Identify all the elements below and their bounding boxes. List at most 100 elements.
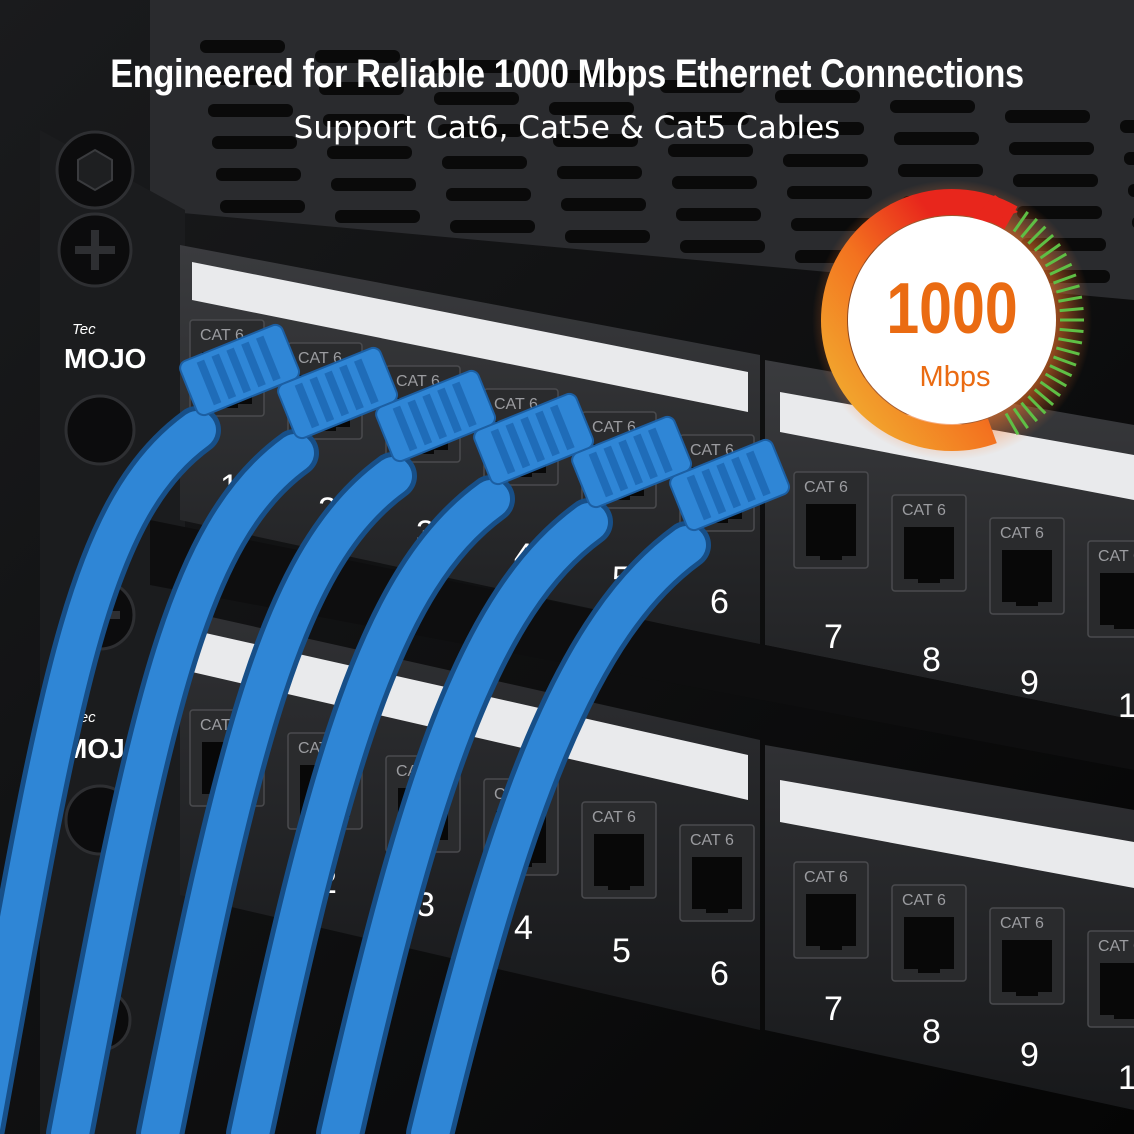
port-label: CAT 6 <box>690 442 734 459</box>
rj45-port[interactable]: CAT 6 <box>989 517 1065 615</box>
speed-tick <box>1059 307 1084 313</box>
port-label: CAT 6 <box>592 809 636 826</box>
vent-slot <box>1120 120 1134 133</box>
speed-tick <box>1039 243 1061 260</box>
vent-slot <box>200 40 285 53</box>
speed-tick <box>1027 395 1047 415</box>
port-label: CAT 6 <box>804 869 848 886</box>
speed-tick <box>1039 380 1061 397</box>
rj45-port[interactable]: CAT 6 <box>793 471 869 569</box>
port-label: CAT 6 <box>494 396 538 413</box>
vent-slot <box>549 102 634 115</box>
subheadline: Support Cat6, Cat5e & Cat5 Cables <box>293 110 841 146</box>
vent-slot <box>545 70 630 83</box>
speed-tick <box>1004 412 1020 436</box>
vent-slot <box>894 132 979 145</box>
rj45-port[interactable]: CAT 6 <box>1087 930 1134 1028</box>
speed-tick <box>1055 284 1080 294</box>
vent-slot <box>898 164 983 177</box>
speed-tick <box>1055 346 1080 356</box>
port-number: 8 <box>922 641 941 679</box>
port-label: CAT 6 <box>902 892 946 909</box>
vent-slot <box>315 50 400 63</box>
port-number: 9 <box>1020 1036 1039 1074</box>
speed-badge: 1000 Mbps <box>812 180 1092 460</box>
vent-slot <box>450 220 535 233</box>
vent-slot <box>660 80 745 93</box>
vent-slot <box>323 114 408 127</box>
port-number: 6 <box>710 955 729 993</box>
speed-tick <box>1059 327 1084 333</box>
vent-slot <box>1005 110 1090 123</box>
headline: Engineered for Reliable 1000 Mbps Ethern… <box>110 52 1024 96</box>
port-number: 5 <box>612 932 631 970</box>
vent-slot <box>676 208 761 221</box>
rj45-port[interactable]: CAT 6 <box>679 824 755 922</box>
vent-slot <box>319 82 404 95</box>
vent-slot <box>672 176 757 189</box>
port-label: CAT 6 <box>902 502 946 519</box>
speed-tick <box>1027 225 1047 245</box>
speed-tick <box>1058 337 1083 345</box>
port-label: CAT 6 <box>690 832 734 849</box>
rj45-port[interactable]: CAT 6 <box>891 884 967 982</box>
speed-tick <box>1044 372 1068 388</box>
port-label: CAT 6 <box>396 373 440 390</box>
port-number: 7 <box>824 990 843 1028</box>
vent-slot <box>787 186 872 199</box>
rj45-port[interactable]: CAT 6 <box>989 907 1065 1005</box>
vent-slot <box>890 100 975 113</box>
rj45-port[interactable]: CAT 6 <box>581 801 657 899</box>
port-label: CAT 6 <box>1098 938 1134 955</box>
vent-slot <box>331 178 416 191</box>
vent-slot <box>779 122 864 135</box>
speed-tick <box>1049 262 1073 276</box>
vent-slot <box>775 90 860 103</box>
rj45-plug <box>277 346 399 440</box>
vent-slot <box>212 136 297 149</box>
rj45-port[interactable]: CAT 6 <box>1087 540 1134 638</box>
speed-tick <box>1012 407 1029 429</box>
vent-slot <box>1013 174 1098 187</box>
speed-unit: Mbps <box>920 361 991 393</box>
svg-text:MOJO: MOJO <box>64 343 146 374</box>
rj45-plug <box>375 369 497 463</box>
tecmojo-logo: Tec MOJO <box>64 321 146 374</box>
vent-slot <box>565 230 650 243</box>
vent-slot <box>446 188 531 201</box>
vent-slot <box>204 72 289 85</box>
vent-slot <box>430 60 515 73</box>
port-label: CAT 6 <box>1098 548 1134 565</box>
port-number: 7 <box>824 618 843 656</box>
ethernet-cable <box>406 438 791 1134</box>
rj45-port[interactable]: CAT 6 <box>891 494 967 592</box>
vent-slot <box>557 166 642 179</box>
port-number: 4 <box>514 909 533 947</box>
rj45-port[interactable]: CAT 6 <box>793 861 869 959</box>
speed-tick <box>1020 401 1038 423</box>
port-number: 8 <box>922 1013 941 1051</box>
ethernet-cable <box>316 415 693 1134</box>
vent-slot <box>680 240 765 253</box>
speed-tick <box>1033 388 1055 406</box>
ethernet-cable <box>226 392 595 1134</box>
vent-slot <box>442 156 527 169</box>
speed-tick <box>1020 217 1038 239</box>
vent-slot <box>783 154 868 167</box>
vent-slot <box>668 144 753 157</box>
speed-tick <box>1052 273 1077 285</box>
vent-slot <box>1128 184 1134 197</box>
vent-slot <box>335 210 420 223</box>
port-number: 10 <box>1118 1059 1134 1097</box>
speed-value: 1000 <box>886 267 1017 348</box>
vent-slot <box>553 134 638 147</box>
vent-slot <box>208 104 293 117</box>
vent-slot <box>664 112 749 125</box>
port-number: 10 <box>1118 687 1134 725</box>
speed-tick <box>1052 355 1077 367</box>
rj45-plug <box>571 415 693 509</box>
rj45-plug <box>179 323 301 417</box>
vent-slot <box>216 168 301 181</box>
